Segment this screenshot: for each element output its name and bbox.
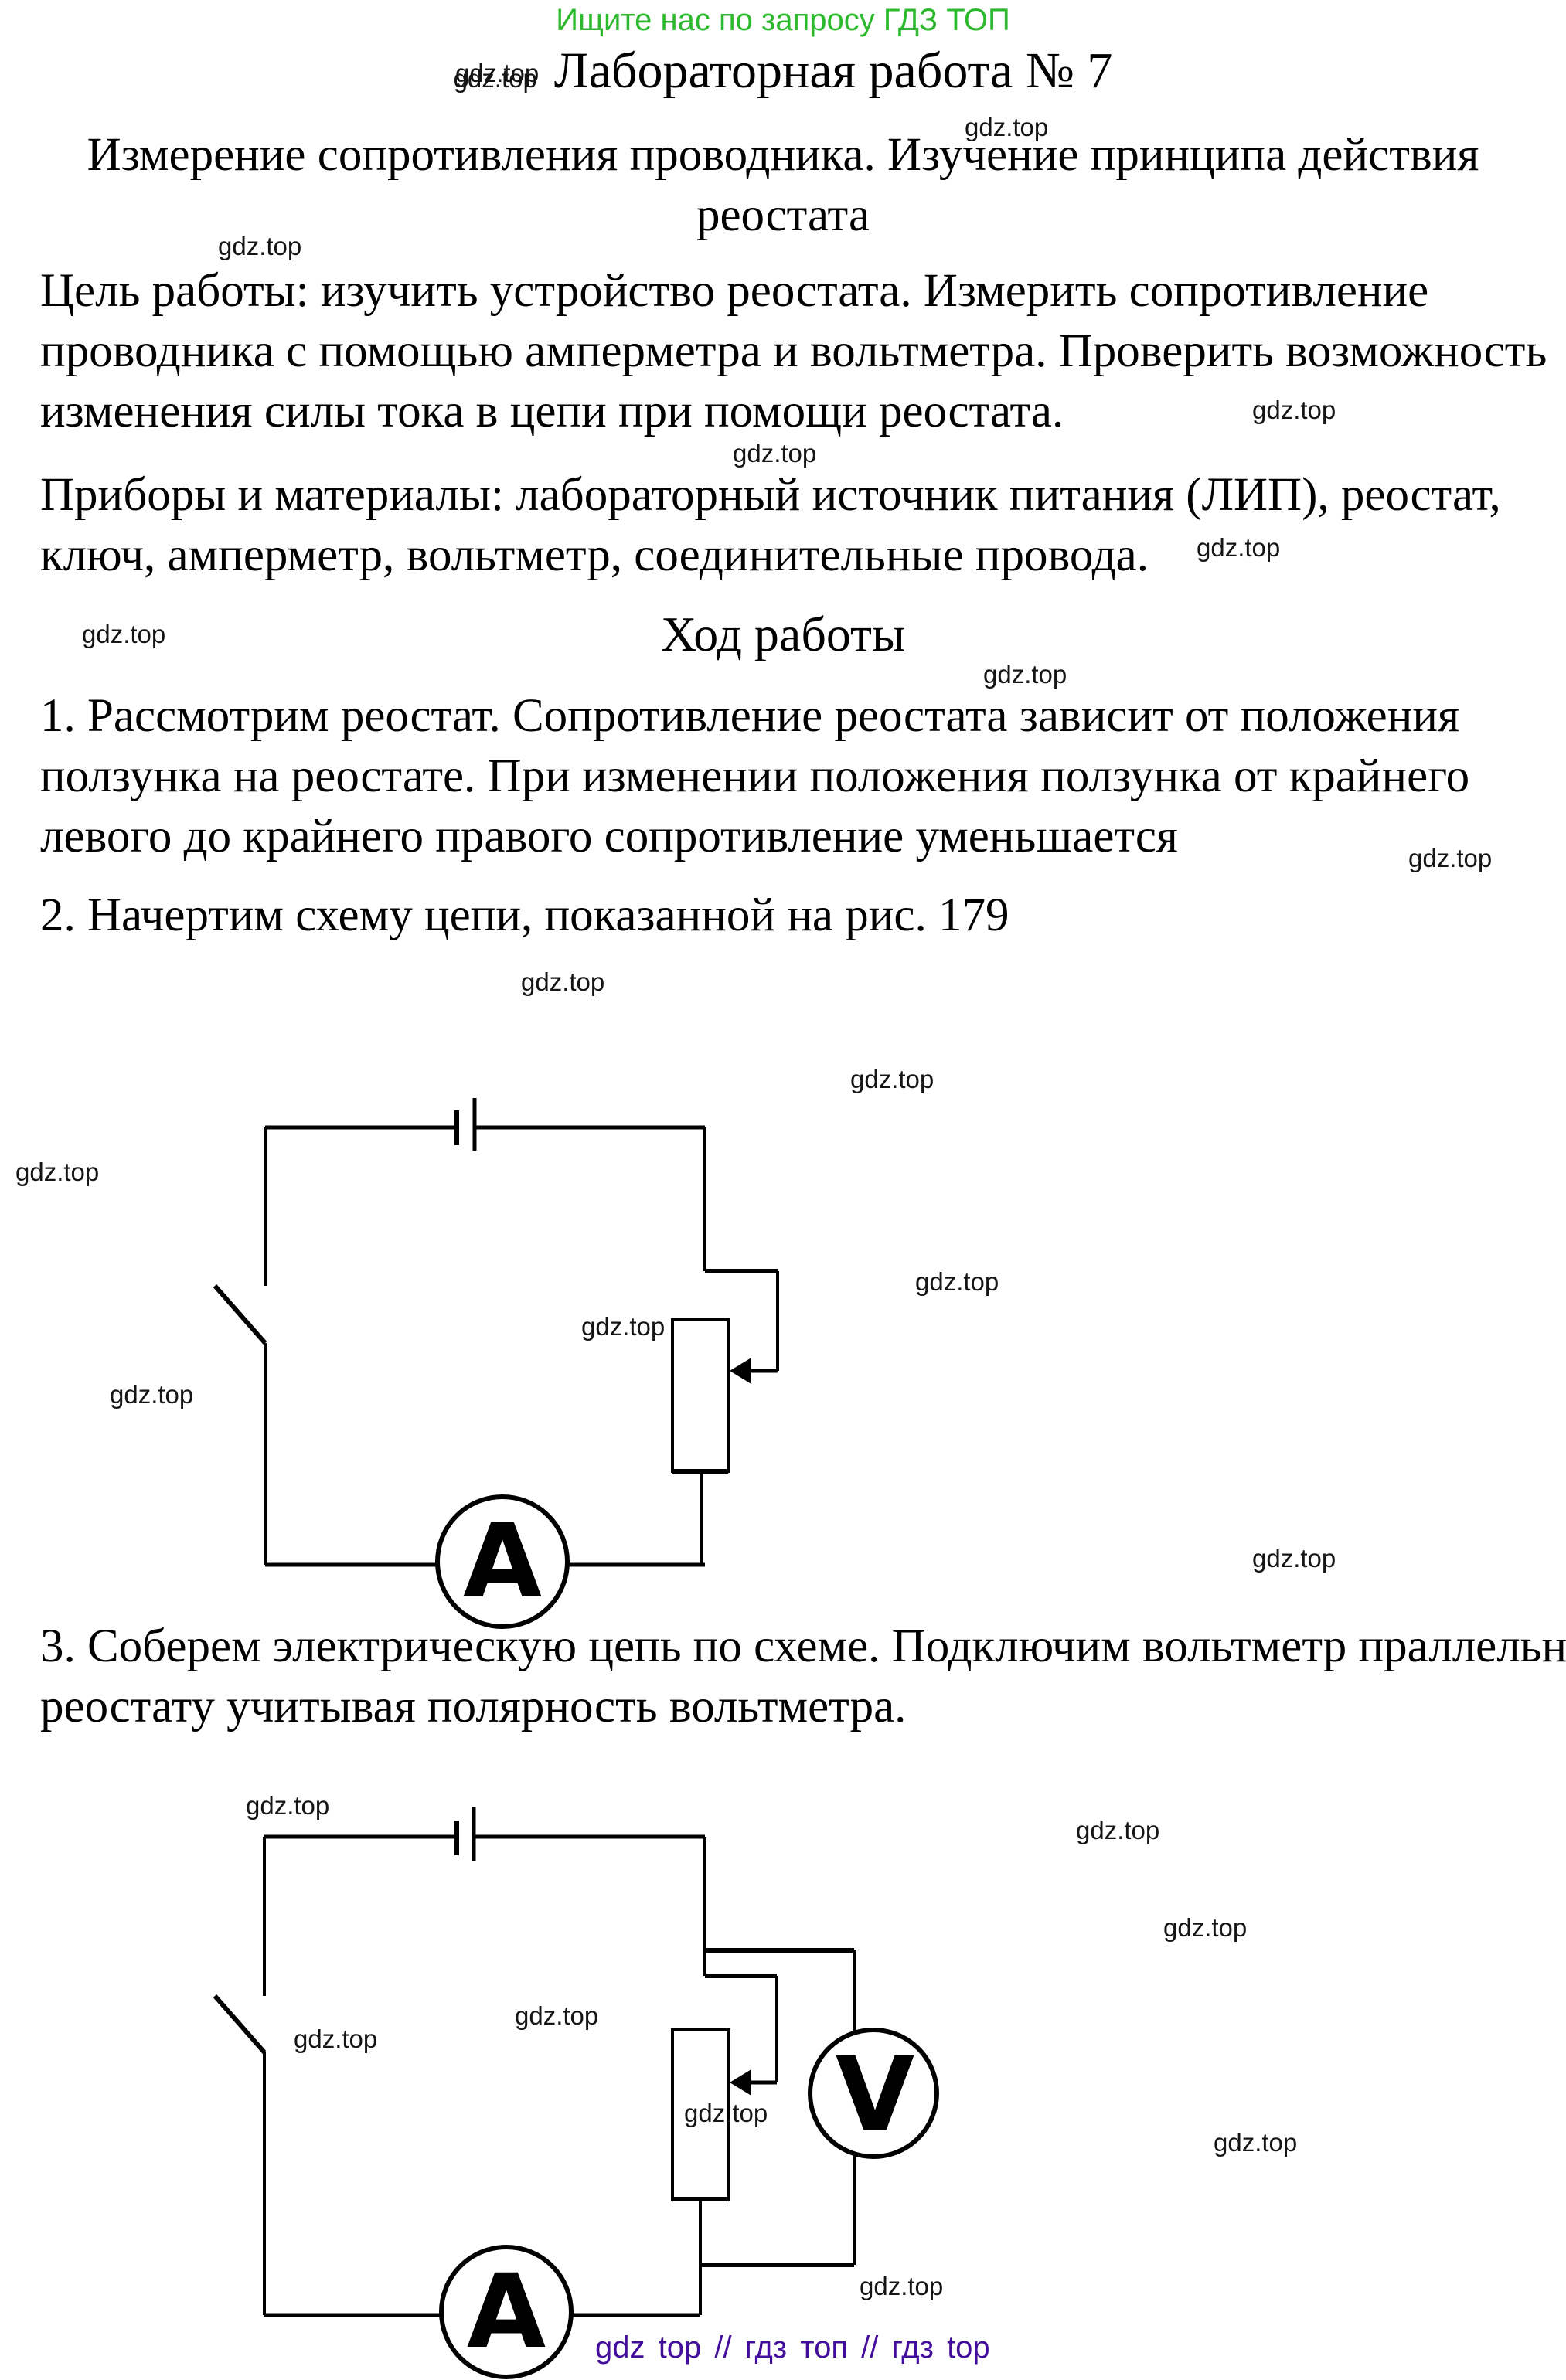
step3-line: реостату учитывая полярность вольтметра. xyxy=(40,1681,907,1732)
watermark-gdz-top: gdz.top xyxy=(1252,1544,1336,1572)
ammeter-circle xyxy=(439,2245,574,2379)
voltmeter-icon: V xyxy=(808,2028,939,2159)
battery-icon xyxy=(454,1807,476,1861)
ammeter-circle xyxy=(435,1494,570,1629)
title-text: Лабораторная работа № 7 xyxy=(553,42,1113,99)
goal-line: изменения силы тока в цепи при помощи ре… xyxy=(40,386,1064,437)
watermark-gdz-top: gdz.top xyxy=(1197,533,1281,562)
page-title: gdz.top Лабораторная работа № 7 xyxy=(0,42,1566,100)
watermark-gdz-top: gdz.top xyxy=(82,620,166,648)
materials-line: Приборы и материалы: лабораторный источн… xyxy=(40,469,1501,521)
ammeter-letter: A xyxy=(467,2252,546,2372)
circuit-2: V A xyxy=(213,1807,939,2379)
ammeter-icon: A xyxy=(439,2245,574,2379)
step3-line: 3. Соберем электрическую цепь по схеме. … xyxy=(40,1620,1566,1672)
watermark-gdz-top: gdz.top xyxy=(294,2025,378,2053)
watermark-gdz-top: gdz.top xyxy=(453,64,537,93)
materials-line: ключ, амперметр, вольтметр, соединительн… xyxy=(40,529,1149,581)
promo-banner: Ищите нас по запросу ГДЗ ТОП xyxy=(556,3,1010,37)
watermark-gdz-top: gdz.top xyxy=(1163,1913,1248,1942)
step2-line: 2. Начертим схему цепи, показанной на ри… xyxy=(40,889,1009,941)
arrowhead xyxy=(730,2069,751,2096)
watermark-gdz-top: gdz.top xyxy=(110,1380,194,1409)
watermark-gdz-top: gdz.top xyxy=(1252,396,1336,424)
watermark-gdz-top: gdz.top xyxy=(521,967,605,996)
footer-links: gdz top // гдз топ // гдз top xyxy=(595,2331,990,2365)
ammeter-icon: A xyxy=(435,1494,570,1629)
slider-arrow-icon xyxy=(730,1358,778,1384)
slider-arrow-icon xyxy=(730,2069,777,2096)
watermark-gdz-top: gdz.top xyxy=(581,1312,666,1341)
step1-line: ползунка на реостате. При изменении поло… xyxy=(40,750,1470,802)
rheostat-icon xyxy=(671,1318,730,1474)
subtitle-line: реостата xyxy=(696,189,870,241)
switch-icon xyxy=(213,1284,267,1345)
watermark-gdz-top: gdz.top xyxy=(1076,1816,1160,1844)
subtitle-line: Измерение сопротивления проводника. Изуч… xyxy=(87,129,1479,181)
section-heading: Ход работы xyxy=(661,607,905,661)
voltmeter-letter: V xyxy=(836,2035,914,2154)
watermark-gdz-top: gdz.top xyxy=(515,2001,599,2030)
step1-line: левого до крайнего правого сопротивление… xyxy=(40,811,1178,862)
rheostat-body xyxy=(671,1318,730,1473)
switch-icon xyxy=(213,1994,267,2054)
circuit-1: A xyxy=(213,1098,779,1629)
watermark-gdz-top: gdz.top xyxy=(850,1065,934,1093)
goal-line: проводника с помощью амперметра и вольтм… xyxy=(40,325,1547,377)
watermark-gdz-top: gdz.top xyxy=(15,1158,100,1186)
ammeter-letter: A xyxy=(463,1502,542,1621)
watermark-gdz-top: gdz.top xyxy=(455,59,540,87)
watermark-gdz-top: gdz.top xyxy=(733,439,817,468)
voltmeter-circle xyxy=(808,2028,939,2159)
watermark-gdz-top: gdz.top xyxy=(983,660,1067,688)
step1-line: 1. Рассмотрим реостат. Сопротивление рео… xyxy=(40,690,1460,742)
goal-line: Цель работы: изучить устройство реостата… xyxy=(40,265,1429,317)
watermark-gdz-top: gdz.top xyxy=(1408,844,1493,872)
battery-icon xyxy=(454,1098,477,1151)
watermark-gdz-top: gdz.top xyxy=(684,2099,768,2127)
arrowhead xyxy=(730,1358,751,1384)
watermark-gdz-top: gdz.top xyxy=(246,1791,330,1820)
watermark-gdz-top: gdz.top xyxy=(915,1267,999,1296)
watermark-gdz-top: gdz.top xyxy=(965,113,1049,141)
watermark-gdz-top: gdz.top xyxy=(218,232,302,260)
watermark-gdz-top: gdz.top xyxy=(1214,2128,1298,2157)
watermark-gdz-top: gdz.top xyxy=(860,2272,944,2300)
